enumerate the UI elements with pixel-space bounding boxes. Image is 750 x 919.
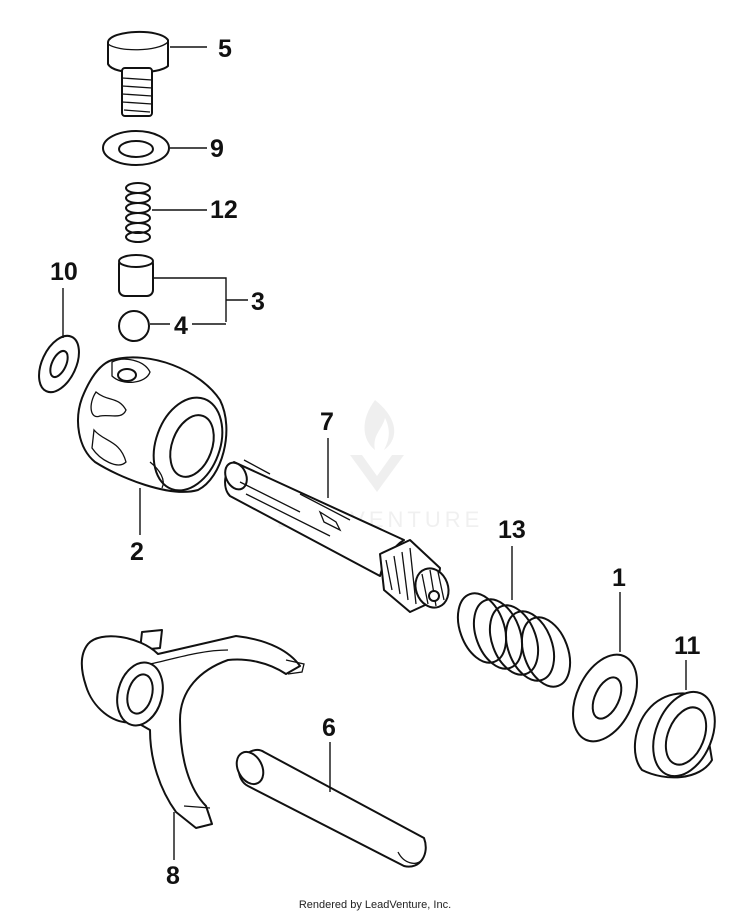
callout-12: 12 <box>210 196 238 224</box>
callout-5: 5 <box>218 35 232 63</box>
washer-part-9 <box>102 130 170 166</box>
leader-3 <box>153 277 248 322</box>
callout-13: 13 <box>498 516 526 544</box>
shift-shaft-part-7 <box>224 459 450 613</box>
shift-fork-part-8 <box>80 629 305 829</box>
washer-part-1 <box>572 653 638 743</box>
ball-part-4 <box>118 310 150 342</box>
callout-2: 2 <box>130 538 144 566</box>
callout-7: 7 <box>320 408 334 436</box>
collar-part-11 <box>633 690 716 779</box>
bolt-part-5 <box>107 30 169 117</box>
callout-1: 1 <box>612 564 626 592</box>
shift-drum-part-2 <box>77 356 228 493</box>
callout-9: 9 <box>210 135 224 163</box>
rod-part-6 <box>235 748 427 868</box>
spring-part-12 <box>125 182 151 243</box>
callout-8: 8 <box>166 862 180 890</box>
pin-part-3 <box>118 254 154 297</box>
spring-part-13 <box>456 592 572 688</box>
callout-4: 4 <box>174 312 188 340</box>
callout-10: 10 <box>50 258 78 286</box>
footer-credit: Rendered by LeadVenture, Inc. <box>298 899 452 911</box>
callout-6: 6 <box>322 714 336 742</box>
washer-part-10 <box>38 334 80 394</box>
callout-3: 3 <box>251 288 265 316</box>
callout-11: 11 <box>674 632 701 660</box>
